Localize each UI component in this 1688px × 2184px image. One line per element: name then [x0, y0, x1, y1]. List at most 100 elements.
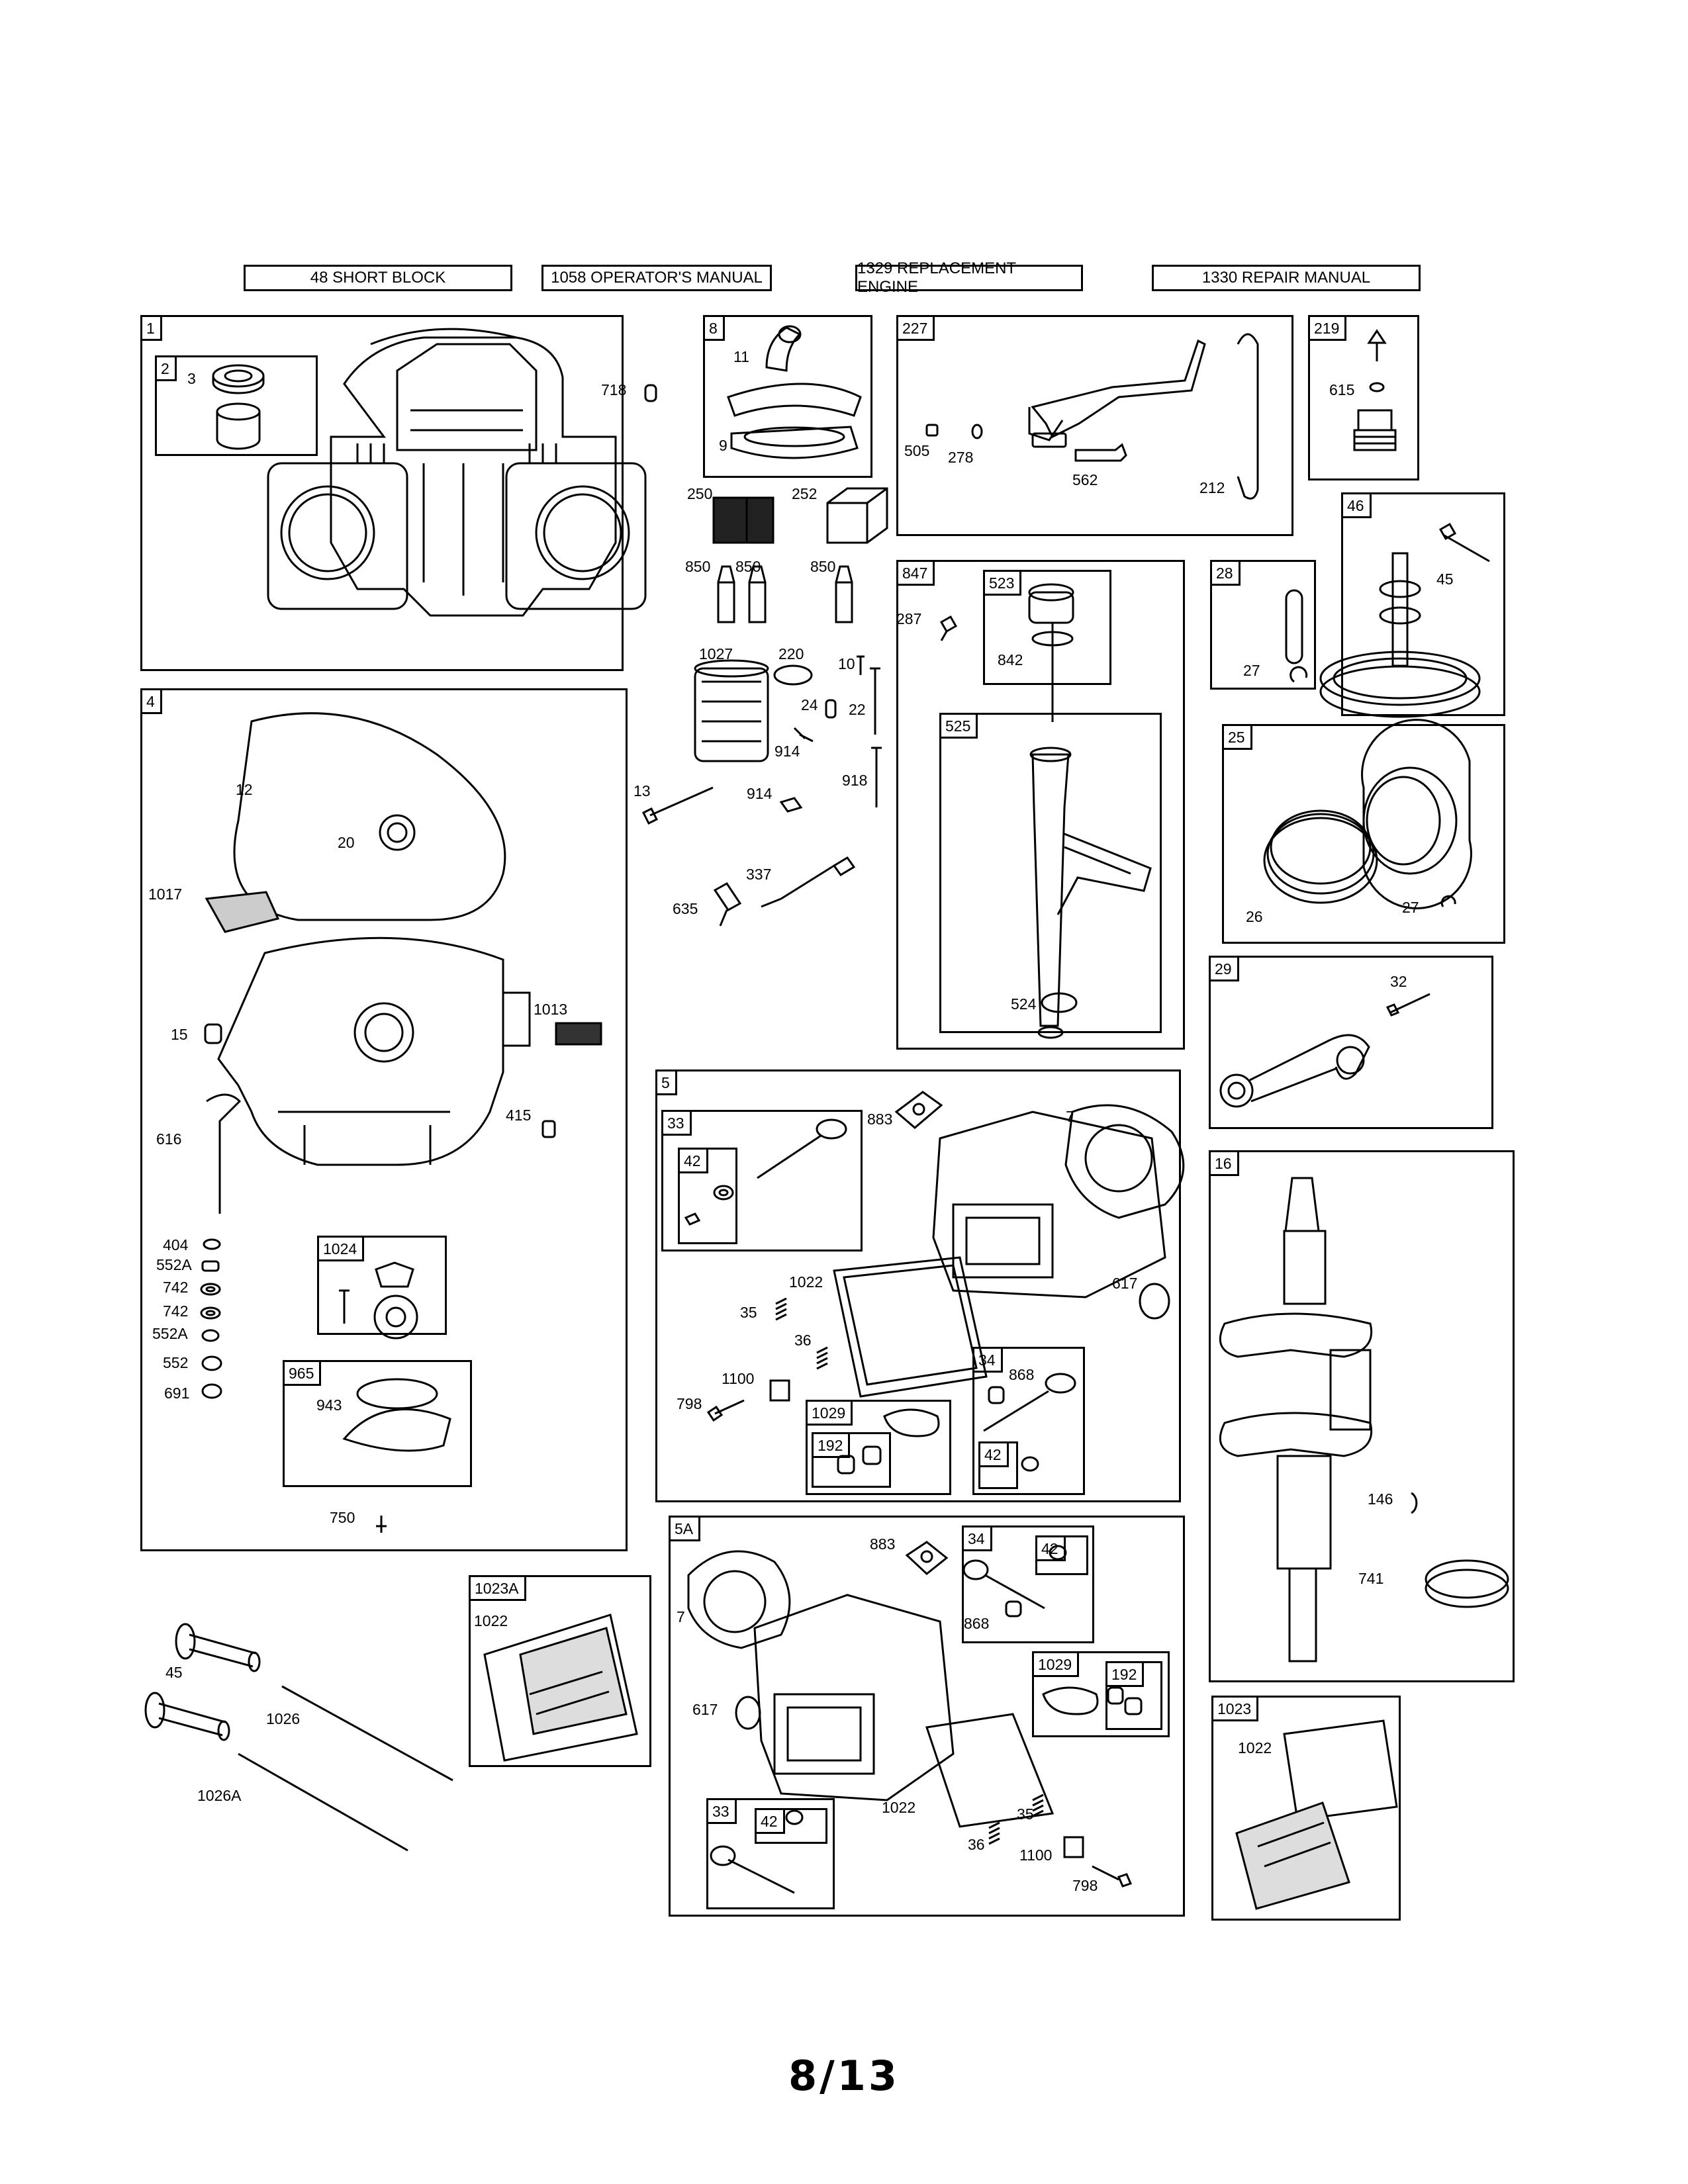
group-tag: 28 — [1212, 562, 1241, 586]
group-29-connecting-rod: 29 — [1209, 956, 1493, 1129]
callout-404: 404 — [163, 1236, 189, 1253]
callout-505: 505 — [904, 442, 930, 459]
callout-20: 20 — [338, 834, 355, 851]
group-tag: 33 — [708, 1800, 737, 1824]
group-tag: 192 — [1107, 1663, 1145, 1687]
group-tag: 42 — [980, 1443, 1009, 1467]
group-1023a-valve-cover: 1023A — [469, 1575, 651, 1767]
short-block-link[interactable]: 48 SHORT BLOCK — [244, 265, 512, 291]
group-192-rocker-ball: 192 — [812, 1432, 891, 1488]
group-5-cylinder-head: 5 33 42 34 42 1029 192 — [655, 1069, 1181, 1502]
callout-3: 3 — [187, 370, 196, 387]
callout-914b: 914 — [747, 785, 773, 802]
callout-914a: 914 — [774, 743, 800, 760]
callout-27b: 27 — [1402, 899, 1419, 916]
group-1-cylinder-block: 1 2 — [140, 315, 624, 671]
callout-617b: 617 — [692, 1701, 718, 1718]
callout-10: 10 — [838, 655, 855, 672]
group-42-valve-keeper-b: 42 — [978, 1441, 1018, 1489]
callout-1022d: 1022 — [1238, 1739, 1272, 1756]
callout-718: 718 — [601, 381, 627, 398]
callout-1027: 1027 — [699, 645, 733, 662]
callout-742b: 742 — [163, 1302, 189, 1320]
callout-9: 9 — [719, 437, 727, 454]
group-tag: 1029 — [1034, 1653, 1080, 1677]
callout-943: 943 — [316, 1396, 342, 1414]
callout-146: 146 — [1368, 1490, 1393, 1508]
group-1023-valve-cover: 1023 — [1211, 1696, 1401, 1921]
callout-45b: 45 — [165, 1664, 183, 1681]
group-tag: 25 — [1224, 726, 1252, 750]
group-tag: 219 — [1310, 317, 1347, 341]
callout-212: 212 — [1199, 479, 1225, 496]
callout-562: 562 — [1072, 471, 1098, 488]
group-tag: 2 — [157, 357, 177, 381]
group-tag: 16 — [1211, 1152, 1239, 1176]
repair-manual-link[interactable]: 1330 REPAIR MANUAL — [1152, 265, 1421, 291]
group-2-seal-box: 2 — [155, 355, 318, 456]
callout-13: 13 — [633, 782, 651, 799]
callout-850b: 850 — [735, 558, 761, 575]
callout-250: 250 — [687, 485, 713, 502]
group-tag: 227 — [898, 317, 935, 341]
callout-1022b: 1022 — [882, 1799, 916, 1816]
callout-252: 252 — [792, 485, 818, 502]
group-523-dipstick: 523 — [983, 570, 1111, 685]
callout-635: 635 — [673, 900, 698, 917]
callout-12: 12 — [236, 781, 253, 798]
group-34-exhaust-valve: 34 42 — [972, 1347, 1085, 1495]
group-192-rocker-ball-a: 192 — [1105, 1661, 1162, 1730]
callout-26: 26 — [1246, 908, 1263, 925]
callout-1100b: 1100 — [1019, 1846, 1053, 1864]
group-1024-oil-pump: 1024 — [317, 1236, 447, 1335]
callout-552: 552 — [163, 1354, 189, 1371]
callout-741: 741 — [1358, 1570, 1384, 1587]
group-tag: 1029 — [808, 1402, 853, 1426]
group-tag: 525 — [941, 715, 978, 739]
callout-798a: 798 — [677, 1395, 702, 1412]
callout-1013: 1013 — [534, 1001, 568, 1018]
operators-manual-link[interactable]: 1058 OPERATOR'S MANUAL — [541, 265, 772, 291]
callout-1022a: 1022 — [789, 1273, 823, 1291]
callout-35b: 35 — [1017, 1805, 1034, 1823]
group-8-breather: 8 — [703, 315, 872, 478]
callout-415: 415 — [506, 1107, 532, 1124]
group-219-governor-gear: 219 — [1308, 315, 1419, 480]
callout-883b: 883 — [870, 1535, 896, 1553]
group-tag: 523 — [985, 572, 1022, 596]
group-tag: 33 — [663, 1112, 692, 1136]
callout-850a: 850 — [685, 558, 711, 575]
group-tag: 4 — [142, 690, 162, 714]
callout-1022c: 1022 — [474, 1612, 508, 1629]
callout-750: 750 — [330, 1509, 355, 1526]
group-tag: 847 — [898, 562, 935, 586]
group-tag: 46 — [1343, 494, 1372, 518]
callout-868b: 868 — [964, 1615, 990, 1632]
group-tag: 34 — [964, 1527, 992, 1551]
group-tag: 1023A — [471, 1577, 526, 1601]
callout-1017: 1017 — [148, 886, 183, 903]
group-33-intake-valve: 33 42 — [661, 1110, 863, 1251]
page-number: 8/13 — [788, 2052, 900, 2100]
callout-15: 15 — [171, 1026, 188, 1043]
callout-615: 615 — [1329, 381, 1355, 398]
callout-850c: 850 — [810, 558, 836, 575]
group-tag: 192 — [814, 1434, 851, 1458]
group-tag: 34 — [974, 1349, 1003, 1373]
callout-32: 32 — [1390, 973, 1407, 990]
callout-616: 616 — [156, 1130, 182, 1148]
group-227-governor-control: 227 — [896, 315, 1293, 536]
